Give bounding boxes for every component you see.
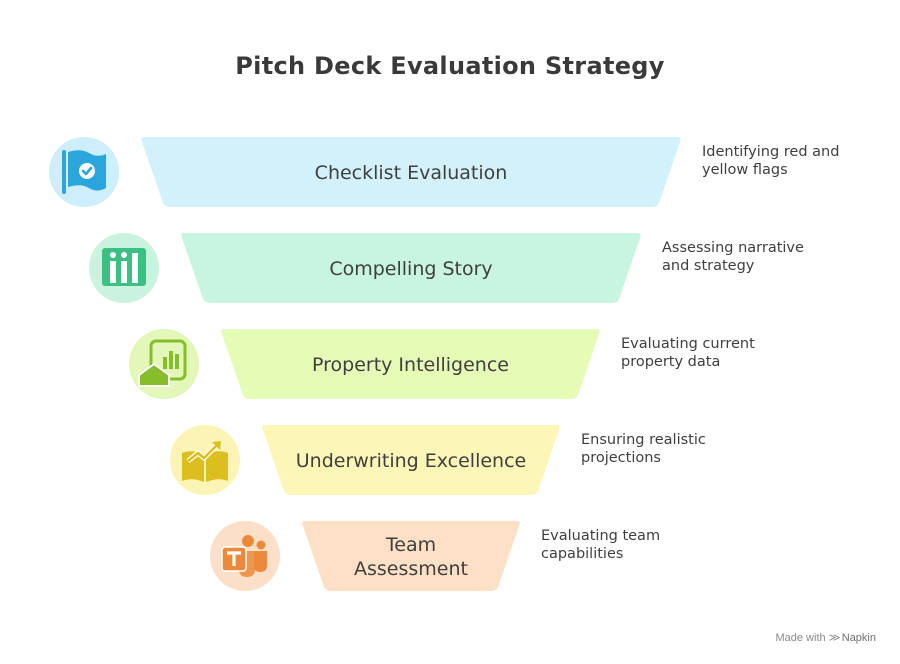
stage-description: Identifying red and yellow flags	[702, 143, 877, 179]
funnel-band	[141, 137, 681, 207]
napkin-logo-icon: ≫	[828, 632, 841, 644]
stage-label: Property Intelligence	[312, 354, 509, 376]
funnel-band	[302, 521, 520, 591]
stage-description: Assessing narrative and strategy	[662, 239, 837, 275]
description-line: and strategy	[662, 258, 755, 274]
stage-label: Checklist Evaluation	[315, 162, 508, 184]
book-growth-badge	[170, 425, 240, 495]
description-line: projections	[581, 450, 661, 466]
description-line: Identifying red and	[702, 144, 840, 160]
description-line: yellow flags	[702, 162, 788, 178]
page-title: Pitch Deck Evaluation Strategy	[235, 52, 665, 80]
stage-label: Compelling Story	[329, 258, 492, 280]
stage-label: Team	[385, 534, 436, 556]
description-line: Evaluating team	[541, 528, 661, 544]
flag-check-badge	[49, 137, 119, 207]
house-chart-badge	[129, 329, 199, 399]
description-line: Assessing narrative	[662, 240, 804, 256]
description-line: capabilities	[541, 546, 624, 562]
stage-description: Evaluating current property data	[621, 335, 796, 371]
funnel-stage: Property Intelligence	[221, 329, 600, 399]
funnel-stage: Underwriting Excellence	[262, 425, 560, 495]
description-line: property data	[621, 354, 721, 370]
teams-badge	[210, 521, 280, 591]
stage-description: Ensuring realistic projections	[581, 431, 756, 467]
description-line: Evaluating current	[621, 336, 755, 352]
stage-label: Underwriting Excellence	[296, 450, 527, 472]
book-growth-icon	[182, 441, 228, 482]
bookshelf-badge	[89, 233, 159, 303]
house-chart-icon	[138, 339, 187, 387]
footer-prefix: Made with	[775, 632, 826, 644]
footer-brand: Napkin	[841, 632, 876, 644]
description-line: Ensuring realistic	[581, 432, 706, 448]
funnel-stage: Checklist Evaluation	[141, 137, 681, 207]
funnel-band	[221, 329, 600, 399]
funnel-band	[262, 425, 560, 495]
funnel-band	[181, 233, 641, 303]
bookshelf-icon	[102, 248, 146, 286]
funnel-stage: Compelling Story	[181, 233, 641, 303]
stage-description: Evaluating team capabilities	[541, 527, 716, 563]
teams-icon	[221, 535, 267, 577]
footer-watermark: Made with ≫ Napkin	[775, 631, 876, 644]
stage-label: Assessment	[354, 558, 468, 580]
flag-check-icon	[62, 150, 106, 194]
